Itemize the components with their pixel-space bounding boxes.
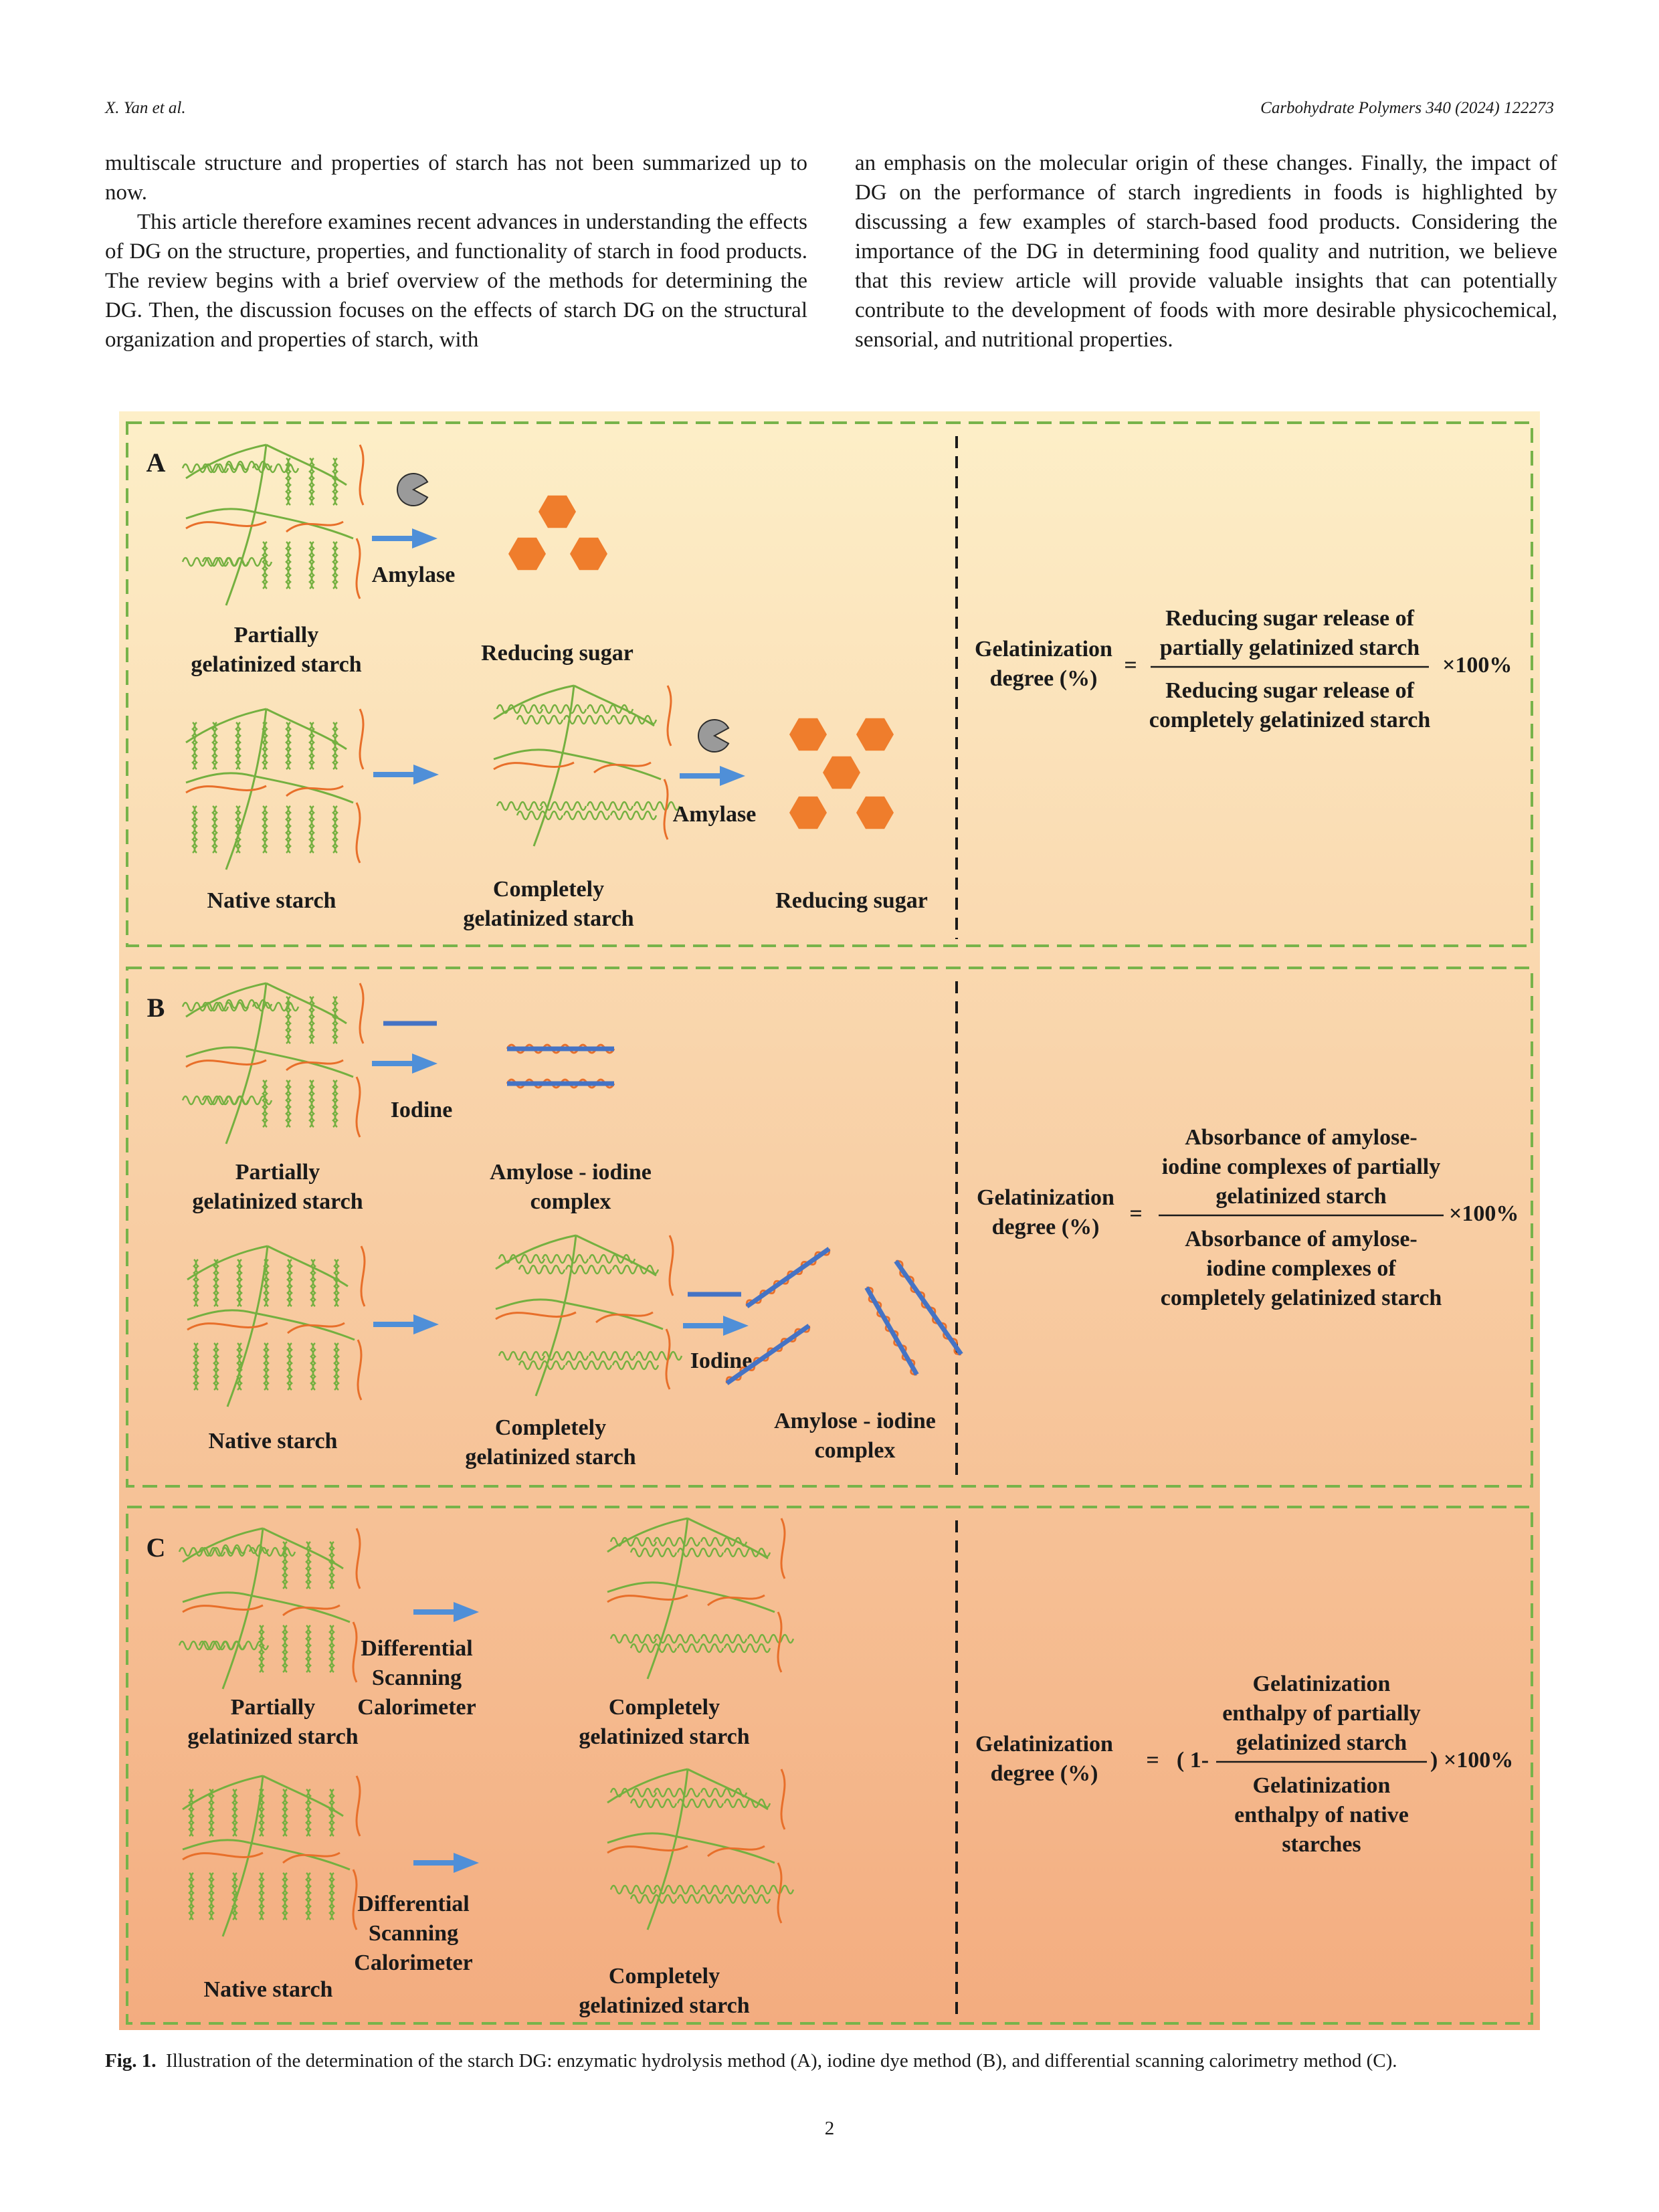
formula-equals: = [1146,1748,1159,1773]
formula-lhs: degree (%) [991,1761,1098,1786]
paragraph: This article therefore examines recent a… [105,207,807,355]
dsc-label: Scanning [372,1666,462,1690]
starch-label: gelatinized starch [579,1724,749,1749]
paragraph: multiscale structure and properties of s… [105,148,807,207]
paragraph: an emphasis on the molecular origin of t… [855,148,1557,355]
panel-letter: C [147,1532,166,1563]
formula-open-paren: ( 1- [1177,1748,1209,1773]
figure-1: AAmylasePartiallygelatinized starchReduc… [119,411,1540,2030]
starch-label: Completely [495,1415,606,1440]
formula-lhs: Gelatinization [975,1732,1113,1756]
starch-label: Partially [234,623,319,647]
formula-multiplier: ) ×100% [1430,1748,1513,1773]
running-header-authors: X. Yan et al. [105,99,186,118]
formula-denominator: iodine complexes of [1206,1256,1396,1281]
starch-label: gelatinized starch [187,1724,358,1749]
starch-label: Native starch [209,1429,338,1453]
panel-letter: A [147,447,166,478]
body-column-right: an emphasis on the molecular origin of t… [855,148,1557,355]
formula-denominator: Reducing sugar release of [1165,678,1414,703]
starch-label: Completely [493,877,604,902]
starch-label: gelatinized starch [191,652,361,677]
dsc-label: Differential [357,1892,469,1916]
formula-numerator: Reducing sugar release of [1165,606,1414,631]
iodine-label: Iodine [391,1098,453,1122]
formula-equals: = [1124,653,1137,678]
complex-label: Amylose - iodine [490,1160,652,1185]
starch-label: gelatinized starch [463,906,633,931]
complex-label: Amylose - iodine [774,1409,936,1433]
complex-label: complex [530,1189,611,1214]
formula-denominator: enthalpy of native [1234,1803,1409,1827]
formula-denominator: completely gelatinized starch [1161,1286,1442,1310]
starch-label: Partially [231,1695,316,1720]
starch-label: Completely [609,1964,720,1989]
formula-numerator: enthalpy of partially [1222,1701,1421,1726]
running-header-journal: Carbohydrate Polymers 340 (2024) 122273 [1260,99,1554,118]
formula-denominator: starches [1282,1832,1361,1857]
starch-label: gelatinized starch [465,1445,636,1470]
formula-numerator: iodine complexes of partially [1162,1154,1440,1179]
formula-lhs: Gelatinization [977,1185,1114,1210]
dsc-label: Calorimeter [354,1950,472,1975]
reducing-sugar-label: Reducing sugar [481,641,633,666]
dsc-label: Scanning [369,1921,458,1946]
page-number: 2 [0,2118,1659,2140]
formula-numerator: gelatinized starch [1215,1184,1386,1209]
formula-numerator: gelatinized starch [1236,1730,1407,1755]
starch-label: Native starch [204,1977,333,2002]
formula-multiplier: ×100% [1449,1201,1519,1226]
dsc-label: Calorimeter [357,1695,476,1720]
complex-label: complex [815,1438,896,1463]
formula-denominator: completely gelatinized starch [1149,708,1431,732]
amylase-label: Amylase [372,563,456,587]
formula-lhs: degree (%) [992,1215,1100,1239]
dsc-label: Differential [361,1636,472,1661]
starch-label: Native starch [207,888,336,913]
body-column-left: multiscale structure and properties of s… [105,148,807,355]
caption-label: Fig. 1. [105,2050,157,2072]
formula-lhs: degree (%) [990,666,1098,691]
formula-denominator: Absorbance of amylose- [1185,1227,1418,1251]
caption-text: Illustration of the determination of the… [166,2050,1397,2072]
formula-lhs: Gelatinization [975,637,1112,662]
reducing-sugar-label: Reducing sugar [775,888,928,913]
formula-multiplier: ×100% [1442,653,1512,678]
panel-letter: B [147,993,165,1023]
starch-label: Completely [609,1695,720,1720]
formula-denominator: Gelatinization [1253,1773,1391,1798]
starch-label: gelatinized starch [192,1189,363,1214]
formula-numerator: partially gelatinized starch [1160,635,1420,660]
starch-label: Partially [235,1160,320,1185]
formula-numerator: Absorbance of amylose- [1185,1125,1418,1150]
amylase-label: Amylase [673,802,757,827]
starch-label: gelatinized starch [579,1993,749,2018]
figure-caption: Fig. 1. Illustration of the determinatio… [105,2048,1554,2074]
formula-numerator: Gelatinization [1253,1672,1391,1696]
formula-equals: = [1129,1201,1142,1226]
